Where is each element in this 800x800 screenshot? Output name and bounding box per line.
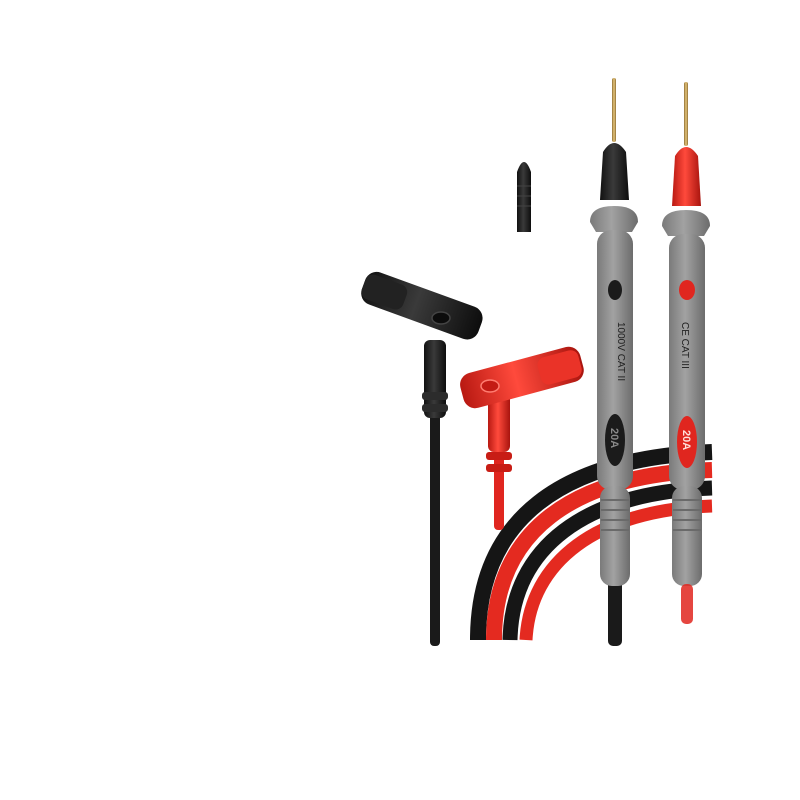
red-probe-grip-rings xyxy=(673,499,701,531)
black-lead-wire xyxy=(430,410,440,646)
red-probe-guard xyxy=(662,210,710,236)
black-probe-current-print: 20A xyxy=(608,428,620,448)
black-probe-shroud xyxy=(600,143,629,200)
red-probe-cable-exit xyxy=(681,584,693,624)
black-probe-current-badge xyxy=(605,414,625,466)
coiled-cables xyxy=(470,444,713,641)
red-plug-strain-ring xyxy=(486,464,512,472)
black-cable-coil-inner xyxy=(502,480,713,641)
black-probe-logo-icon xyxy=(608,280,622,300)
black-plug-strain-ring xyxy=(422,404,448,412)
red-probe-shroud xyxy=(672,147,701,206)
black-probe-tip xyxy=(612,78,616,142)
black-plug-sleeve xyxy=(361,274,408,310)
red-probe-current-print: 20A xyxy=(680,430,692,450)
black-plug-strain-ring xyxy=(422,392,448,400)
black-probe: 1000V CAT II 20A xyxy=(590,78,638,646)
red-banana-plug xyxy=(460,346,584,530)
red-plug-strain-ring xyxy=(486,452,512,460)
red-plug-sleeve xyxy=(537,350,582,385)
black-probe-grip-rings xyxy=(601,499,629,531)
probe-cap-icon xyxy=(517,162,531,232)
red-probe-current-badge xyxy=(677,416,697,468)
red-probe-logo-icon xyxy=(679,280,695,300)
red-probe: CE CAT III 20A xyxy=(662,82,710,624)
red-cable-coil-inner xyxy=(519,499,713,641)
red-plug-stem xyxy=(488,390,510,452)
red-cable-coil xyxy=(486,462,713,641)
banana-plug-icon xyxy=(431,311,451,325)
red-probe-marks-print: CE CAT III xyxy=(679,322,690,369)
black-cable-coil-outer xyxy=(470,444,713,641)
black-probe-guard xyxy=(590,206,638,232)
probe-cap xyxy=(517,162,531,232)
black-probe-rating-print: 1000V CAT II xyxy=(615,322,626,381)
black-banana-plug xyxy=(361,271,483,646)
red-probe-body xyxy=(669,234,705,490)
black-probe-body xyxy=(597,230,633,490)
banana-plug-icon xyxy=(480,379,500,393)
red-probe-tip xyxy=(684,82,688,146)
black-probe-cable-exit xyxy=(608,570,622,646)
